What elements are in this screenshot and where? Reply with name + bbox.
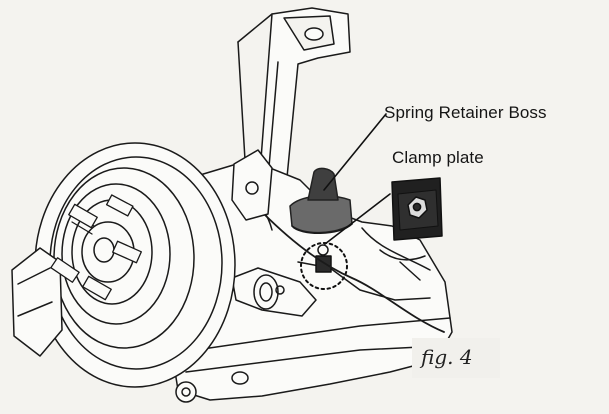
spring-retainer-leader [323,113,387,191]
lower-bolt [175,381,197,403]
clamp-plate-inset [391,177,443,241]
spring-retainer-boss-label: Spring Retainer Boss [384,103,547,122]
lateral-link [231,267,317,317]
spring-retainer-boss [289,167,353,234]
brake-caliper [11,149,273,357]
lower-arm-assembly [169,159,453,401]
wheel-hub [50,194,142,301]
brake-rotor [34,142,236,388]
figure-caption-backdrop [412,338,500,378]
brake-hose [261,211,445,333]
clamp-plate-label: Clamp plate [392,148,484,167]
figure-caption: fig. 4 [421,345,473,369]
